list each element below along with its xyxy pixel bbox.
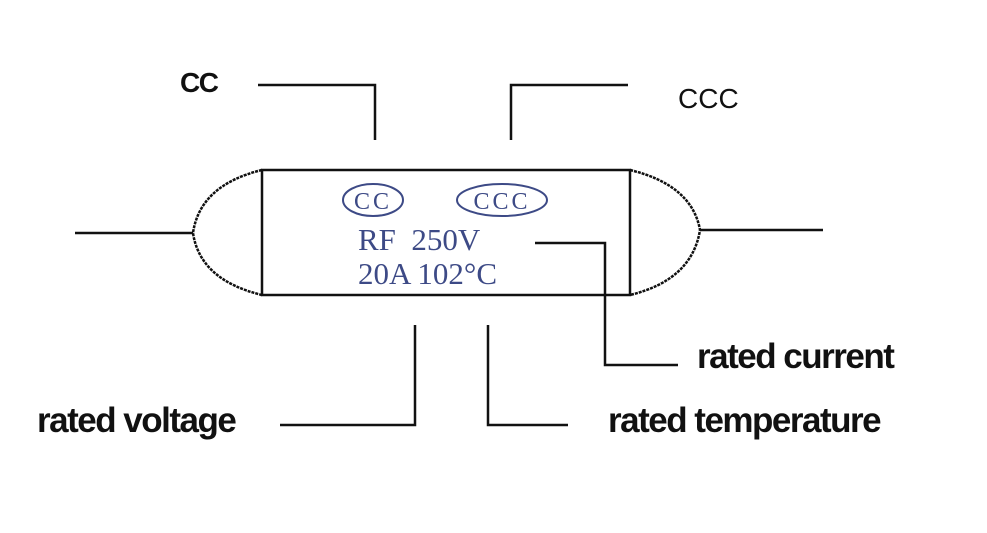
ccc-leader-line <box>509 83 628 140</box>
right-end-cap <box>629 168 702 297</box>
rated-voltage-label: rated voltage <box>37 401 236 440</box>
fuse-body <box>260 168 632 297</box>
cc-leader-line <box>258 83 377 140</box>
rated-temperature-label: rated temperature <box>608 401 881 440</box>
marking-line-2: 20A 102°C <box>358 256 497 291</box>
marking-line-1: RF 250V <box>358 222 481 257</box>
ccc-label: CCC <box>678 83 739 114</box>
rated-voltage-leader-line <box>280 325 417 427</box>
rated-current-label: rated current <box>697 337 895 376</box>
ccc-logo-text: CCC <box>473 189 530 215</box>
rated-current-leader-line <box>535 241 678 367</box>
cc-logo-oval <box>342 183 404 217</box>
cc-logo-text: CC <box>354 189 392 215</box>
cc-label: CC <box>180 67 219 98</box>
rated-temperature-leader-line <box>486 325 568 427</box>
left-end-cap <box>191 168 263 297</box>
ccc-logo-oval <box>456 183 548 217</box>
